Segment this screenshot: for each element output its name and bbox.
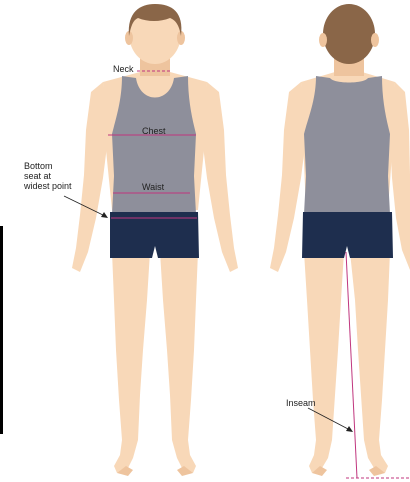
waist-label: Waist	[142, 182, 164, 192]
bottom-seat-label: Bottom seat at widest point	[24, 161, 84, 191]
front-right-arm	[202, 82, 238, 272]
frame-bar	[0, 226, 3, 434]
back-shorts	[302, 212, 393, 258]
inseam-label: Inseam	[286, 398, 316, 408]
front-shorts	[110, 212, 199, 258]
front-left-leg	[112, 252, 150, 473]
front-figure	[64, 4, 238, 476]
back-left-leg	[304, 252, 344, 473]
back-left-arm	[270, 82, 306, 272]
neck-label: Neck	[113, 64, 134, 74]
front-right-leg	[160, 252, 198, 473]
back-left-ear	[319, 33, 327, 47]
chest-label: Chest	[142, 126, 166, 136]
back-tank-top	[304, 76, 390, 214]
inseam-arrow-head	[346, 426, 353, 432]
back-head	[323, 4, 375, 64]
back-right-ear	[371, 33, 379, 47]
back-right-leg	[350, 252, 390, 473]
